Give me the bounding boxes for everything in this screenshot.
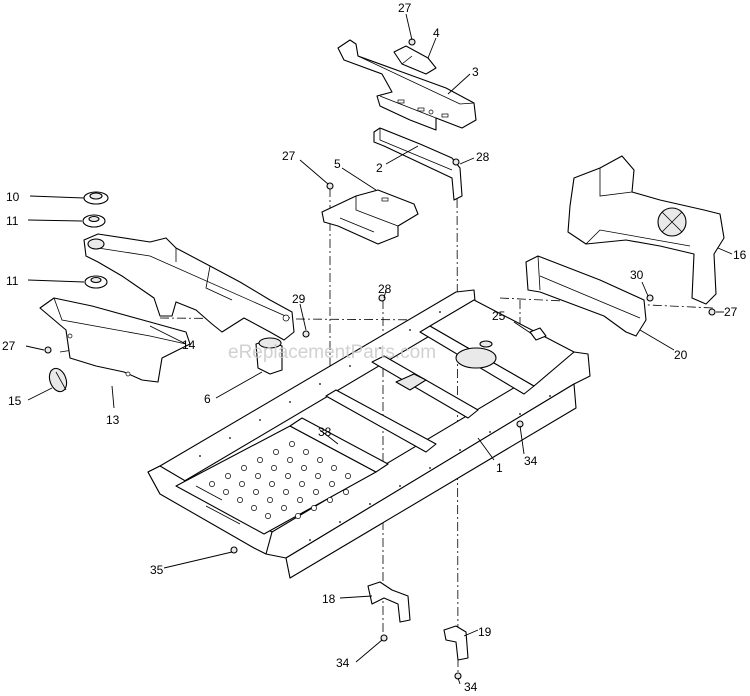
callout-2: 2 bbox=[376, 161, 383, 175]
part-18-bracket bbox=[367, 581, 411, 623]
rail-holes bbox=[199, 311, 551, 541]
callout-19: 19 bbox=[478, 625, 492, 639]
part-3-upper-bracket bbox=[337, 39, 477, 131]
part-6-front-axle bbox=[83, 233, 295, 375]
callout-27-upper: 27 bbox=[282, 149, 296, 163]
callout-20: 20 bbox=[674, 348, 688, 362]
callout-28-upper: 28 bbox=[476, 150, 490, 164]
callout-15: 15 bbox=[8, 394, 22, 408]
callout-10: 10 bbox=[6, 190, 20, 204]
bushing-11-lower bbox=[84, 275, 108, 289]
callout-3: 3 bbox=[472, 65, 479, 79]
callout-27-top: 27 bbox=[398, 1, 412, 15]
part-15-decal bbox=[48, 367, 68, 393]
leader-lines bbox=[25, 13, 733, 685]
callout-6: 6 bbox=[204, 392, 211, 406]
callout-1: 1 bbox=[496, 461, 503, 475]
callout-27-left: 27 bbox=[2, 339, 16, 353]
bushing-11-upper bbox=[82, 214, 106, 228]
callout-18: 18 bbox=[322, 592, 336, 606]
floor-hole-grid bbox=[209, 441, 351, 519]
part-5-mount-plate bbox=[321, 189, 419, 245]
callout-14: 14 bbox=[182, 338, 196, 352]
callout-16: 16 bbox=[733, 248, 747, 262]
callout-38: 38 bbox=[318, 425, 332, 439]
part-1-main-frame bbox=[147, 289, 591, 579]
callout-27-right: 27 bbox=[724, 305, 738, 319]
bushing-10 bbox=[83, 191, 109, 205]
callout-34-bracket19: 34 bbox=[464, 680, 478, 694]
callout-11-lower: 11 bbox=[6, 274, 19, 288]
part-13-front-cover bbox=[39, 297, 191, 383]
callout-34-frame: 34 bbox=[524, 454, 538, 468]
callout-35: 35 bbox=[150, 563, 164, 577]
callout-11-upper: 11 bbox=[6, 214, 19, 228]
watermark-text: eReplacementParts.com bbox=[228, 342, 436, 363]
callout-25: 25 bbox=[492, 309, 506, 323]
callout-4: 4 bbox=[433, 26, 440, 40]
callout-29: 29 bbox=[292, 292, 306, 306]
fasteners bbox=[44, 38, 716, 680]
callout-30: 30 bbox=[630, 268, 644, 282]
callout-34-bracket18: 34 bbox=[336, 656, 350, 670]
part-20-rear-rail bbox=[525, 255, 647, 337]
part-16-rear-housing bbox=[567, 155, 725, 305]
part-19-bracket bbox=[443, 625, 469, 661]
part-4-plate bbox=[393, 45, 437, 75]
callout-28-lower: 28 bbox=[378, 282, 392, 296]
part-2-bracket bbox=[373, 127, 463, 201]
callout-13: 13 bbox=[106, 413, 120, 427]
callout-5: 5 bbox=[334, 157, 341, 171]
part-25-clip bbox=[529, 327, 547, 341]
